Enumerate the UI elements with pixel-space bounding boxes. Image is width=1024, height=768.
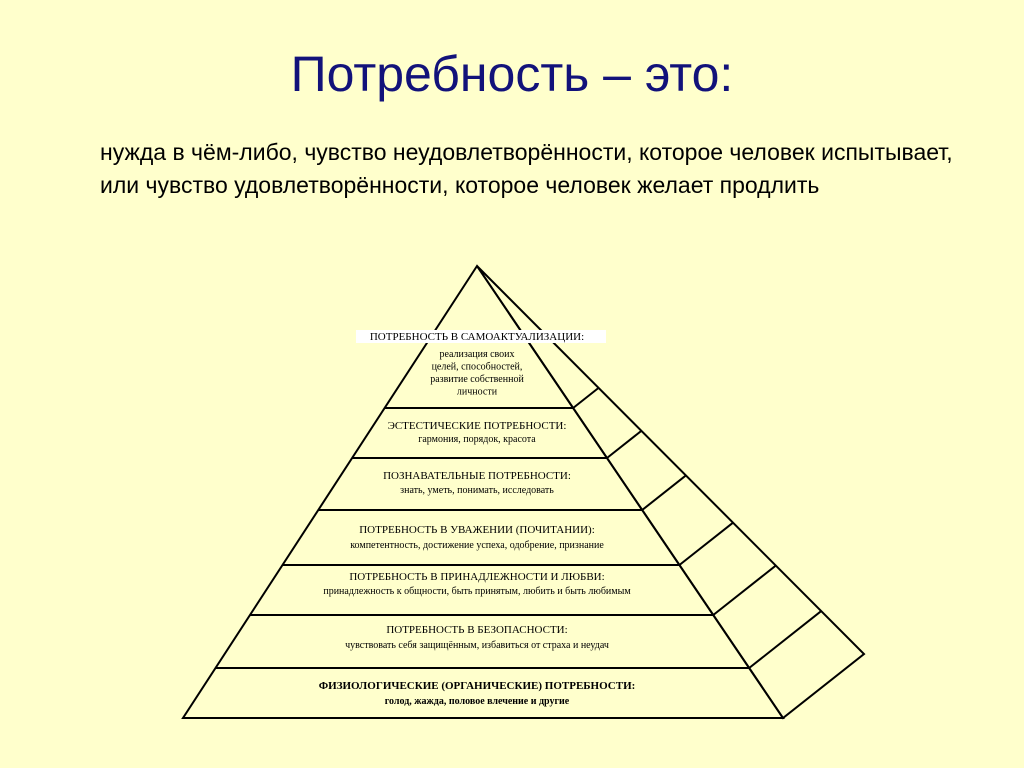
level-name: ПОТРЕБНОСТЬ В БЕЗОПАСНОСТИ: <box>386 624 567 636</box>
level-name: ПОТРЕБНОСТЬ В ПРИНАДЛЕЖНОСТИ И ЛЮБВИ: <box>349 571 604 583</box>
pyramid-level: ПОТРЕБНОСТЬ В САМОАКТУАЛИЗАЦИИ: реализаци… <box>356 330 606 398</box>
level-name: ПОЗНАВАТЕЛЬНЫЕ ПОТРЕБНОСТИ: <box>383 470 571 482</box>
level-description: реализация своих <box>439 349 514 360</box>
level-description: личности <box>457 387 498 398</box>
slide-title: Потребность – это: <box>290 46 734 102</box>
level-name-highlight <box>356 330 606 343</box>
side-face-divider <box>606 430 643 459</box>
side-face-divider <box>572 387 600 409</box>
pyramid-levels: ПОТРЕБНОСТЬ В САМОАКТУАЛИЗАЦИИ: реализаци… <box>215 330 822 707</box>
level-name: ЭСТЕСТИЧЕСКИЕ ПОТРЕБНОСТИ: <box>388 420 567 432</box>
pyramid-level: ФИЗИОЛОГИЧЕСКИЕ (ОРГАНИЧЕСКИЕ) ПОТРЕБНОС… <box>319 680 636 707</box>
level-name: ФИЗИОЛОГИЧЕСКИЕ (ОРГАНИЧЕСКИЕ) ПОТРЕБНОС… <box>319 680 636 692</box>
definition-text: нужда в чём-либо, чувство неудовлетворён… <box>100 139 953 198</box>
pyramid-level: ПОЗНАВАТЕЛЬНЫЕ ПОТРЕБНОСТИ: знать, уметь,… <box>383 470 571 496</box>
pyramid-level: ПОТРЕБНОСТЬ В БЕЗОПАСНОСТИ: чувствовать с… <box>345 624 609 651</box>
pyramid-side-face <box>476 265 866 720</box>
side-face-divider <box>748 610 822 669</box>
level-description: развитие собственной <box>430 374 524 385</box>
side-face-divider <box>641 474 687 511</box>
level-description: чувствовать себя защищённым, избавиться … <box>345 640 609 651</box>
side-face-divider <box>712 564 777 616</box>
level-description: целей, способностей, <box>432 362 523 373</box>
level-description: знать, уметь, понимать, исследовать <box>400 485 554 496</box>
level-description: компетентность, достижение успеха, одобр… <box>350 540 604 551</box>
level-description: принадлежность к общности, быть принятым… <box>323 586 631 597</box>
level-description: голод, жажда, половое влечение и другие <box>385 696 570 707</box>
level-description: гармония, порядок, красота <box>418 434 536 445</box>
pyramid-level: ЭСТЕСТИЧЕСКИЕ ПОТРЕБНОСТИ: гармония, поря… <box>388 420 567 445</box>
pyramid-level: ПОТРЕБНОСТЬ В ПРИНАДЛЕЖНОСТИ И ЛЮБВИ: при… <box>323 571 631 597</box>
pyramid-level: ПОТРЕБНОСТЬ В УВАЖЕНИИ (ПОЧИТАНИИ): компе… <box>350 524 604 551</box>
side-face-divider <box>678 521 734 566</box>
level-name: ПОТРЕБНОСТЬ В САМОАКТУАЛИЗАЦИИ: <box>370 331 584 343</box>
level-name: ПОТРЕБНОСТЬ В УВАЖЕНИИ (ПОЧИТАНИИ): <box>359 524 595 536</box>
